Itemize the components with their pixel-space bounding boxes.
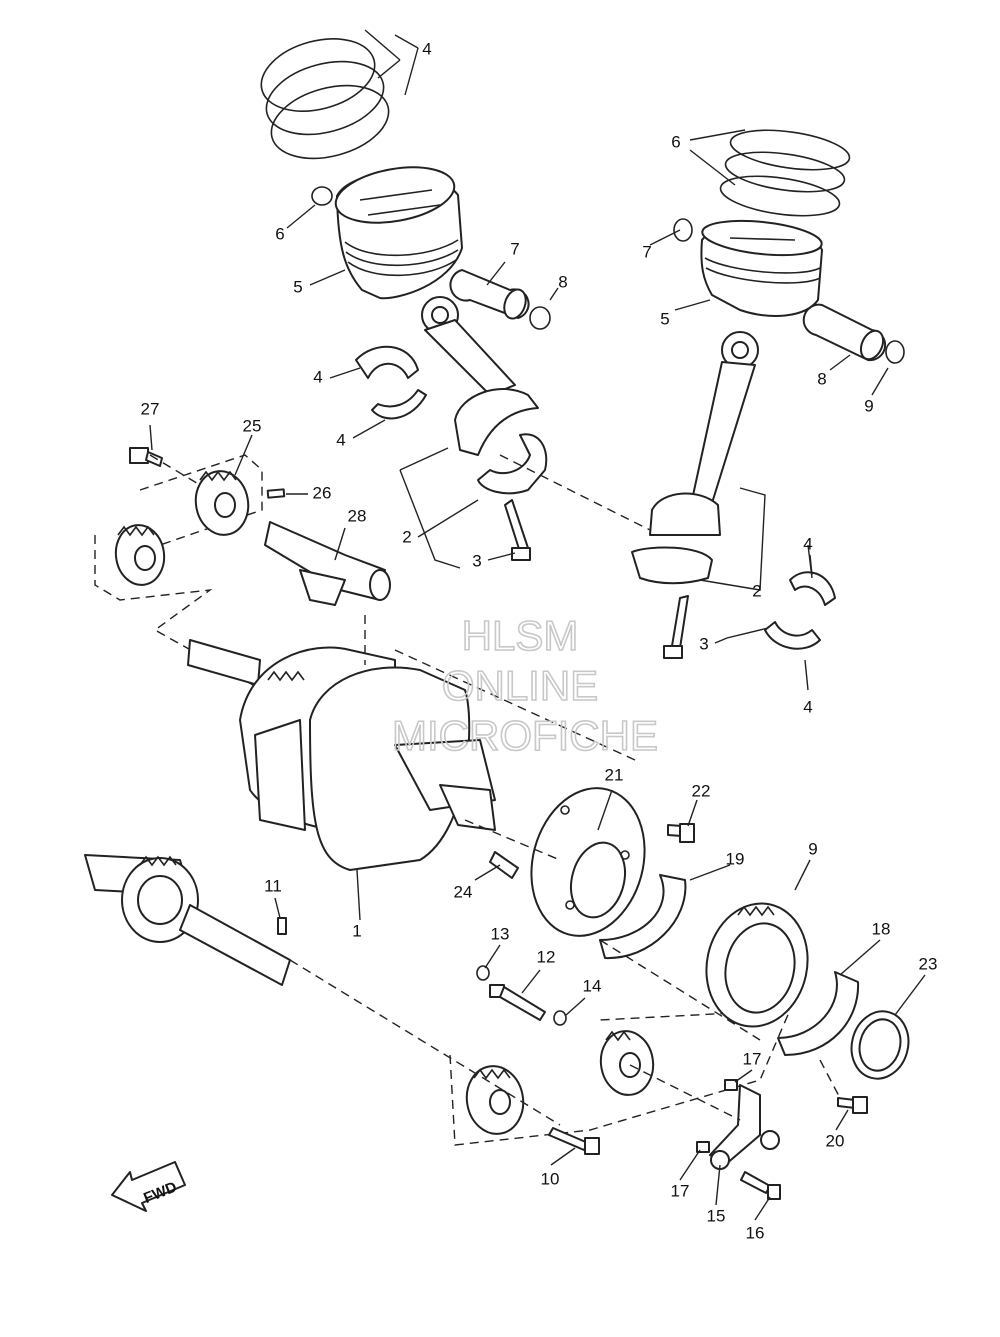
callout-17-lower: 17	[671, 1181, 690, 1200]
callout-3-front: 3	[699, 634, 708, 653]
callout-6-rear: 4	[422, 39, 431, 58]
callout-26: 26	[313, 483, 332, 502]
bearing-rear-lower	[371, 389, 427, 420]
assembly-lines	[149, 454, 841, 1126]
key	[277, 917, 287, 935]
bearing-front-upper	[789, 571, 836, 606]
callout-10: 9	[808, 839, 817, 858]
pin-clip-front	[885, 340, 905, 364]
o-ring-a	[476, 965, 490, 981]
flange	[530, 787, 646, 937]
bolt-balancer	[548, 1127, 600, 1155]
oil-seal-assembly	[705, 902, 809, 1028]
watermark: HLSM ONLINE MICROFICHE	[391, 611, 659, 760]
callout-17-upper: 17	[743, 1049, 762, 1068]
screw	[837, 1096, 868, 1114]
collar-lower	[696, 1141, 710, 1153]
rod-bolt-rear	[504, 499, 531, 561]
callout-2-rear: 2	[402, 527, 411, 546]
screw-flange	[667, 823, 695, 843]
collar-upper	[724, 1079, 738, 1091]
callout-18: 18	[872, 919, 891, 938]
callout-14-lower: 14	[583, 976, 602, 995]
callout-19: 19	[726, 849, 745, 868]
callout-2-front: 2	[752, 581, 761, 600]
watermark-line-1: HLSM	[462, 612, 579, 659]
rod-bolt-front	[663, 595, 689, 659]
callout-4-rear-lower: 4	[336, 430, 345, 449]
circlip-rear	[311, 186, 333, 206]
callout-4-front-upper: 4	[803, 534, 812, 553]
balancer-gear-lower	[465, 1065, 525, 1135]
o-ring-b	[553, 1010, 567, 1026]
fwd-arrow-icon: FWD	[111, 1161, 186, 1212]
callout-13: 12	[537, 947, 556, 966]
idler-gear	[599, 1030, 655, 1096]
bearing-half-left	[599, 874, 687, 960]
piston-pin-front	[802, 303, 887, 362]
callout-5-rear: 5	[293, 277, 302, 296]
connecting-rod-rear	[421, 296, 548, 495]
connecting-rod-front	[631, 331, 759, 585]
callout-25: 25	[243, 416, 262, 435]
pin	[266, 488, 286, 499]
callout-15: 15	[707, 1206, 726, 1225]
callout-8-rear: 7	[510, 239, 519, 258]
callout-9-front: 9	[864, 396, 873, 415]
piston-rings-rear	[260, 38, 390, 160]
callout-3-rear: 3	[472, 551, 481, 570]
callout-5-front: 5	[660, 309, 669, 328]
callout-9-rear: 8	[558, 272, 567, 291]
callout-4-front-lower: 4	[803, 697, 812, 716]
watermark-line-3: MICROFICHE	[392, 712, 658, 759]
plate	[489, 851, 519, 879]
balancer-lower-shaft	[84, 854, 291, 986]
pin-clip-rear	[529, 306, 551, 330]
callout-7-rear: 6	[275, 224, 284, 243]
lever	[709, 1084, 780, 1170]
crankshaft	[187, 615, 496, 871]
callouts: 4 6 5 7 8 4 4 2 3 6 7 5 8 9 4 2 3 4 27 2…	[141, 39, 938, 1242]
bolt-gear	[129, 447, 163, 467]
callout-28: 28	[348, 506, 367, 525]
bearing-front-lower	[764, 621, 821, 650]
bolt-lever	[740, 1171, 781, 1200]
callout-20: 20	[826, 1131, 845, 1150]
piston-pin-rear	[449, 269, 530, 320]
shaft	[489, 984, 546, 1021]
balancer-shaft	[264, 521, 391, 606]
callout-11: 10	[541, 1169, 560, 1188]
piston-rear	[334, 166, 463, 300]
watermark-line-2: ONLINE	[442, 662, 598, 709]
callout-4-rear-upper: 4	[313, 367, 322, 386]
gear-assembly	[194, 470, 250, 536]
bearing-half-right	[777, 971, 860, 1056]
piston-rings-front	[719, 129, 851, 217]
callout-23: 23	[919, 954, 938, 973]
callout-16: 16	[746, 1223, 765, 1242]
leader-lines	[149, 29, 926, 1221]
circlip-front	[673, 218, 693, 242]
piston-front	[700, 219, 823, 317]
callout-22: 22	[692, 781, 711, 800]
callout-6-front: 6	[671, 132, 680, 151]
callout-24: 24	[454, 882, 473, 901]
callout-21: 21	[605, 765, 624, 784]
callout-14-upper: 13	[491, 924, 510, 943]
bearing-rear-upper	[355, 345, 419, 379]
callout-12: 11	[264, 876, 282, 895]
callout-7-front: 7	[642, 242, 651, 261]
balancer-gear-small	[114, 524, 166, 586]
callout-8-front: 8	[817, 369, 826, 388]
callout-27: 27	[141, 399, 160, 418]
washer	[850, 1010, 910, 1080]
callout-1: 1	[352, 921, 361, 940]
